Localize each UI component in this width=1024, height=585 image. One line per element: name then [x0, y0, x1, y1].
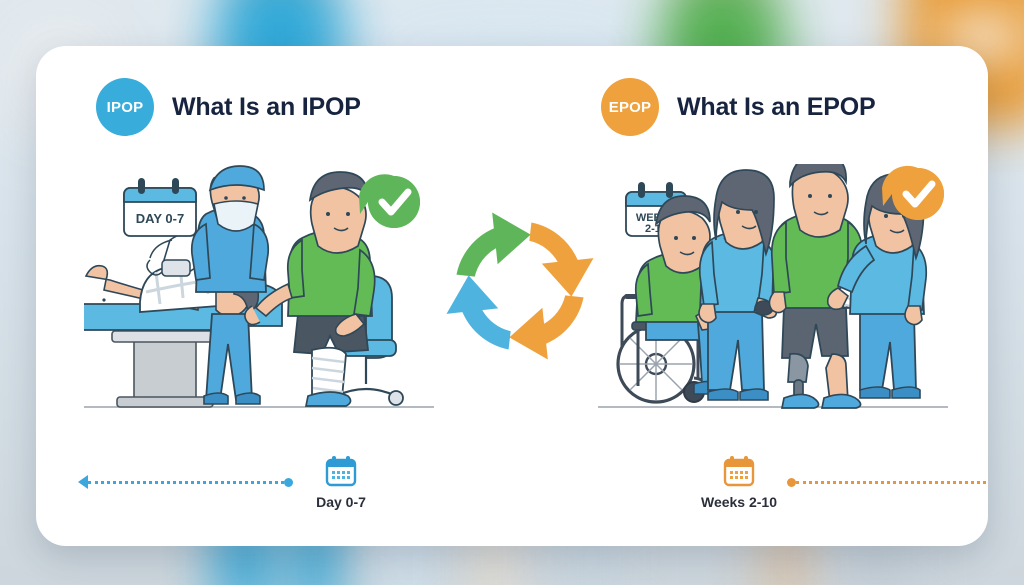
ipop-badge-label: IPOP	[106, 98, 144, 116]
cycle-diagram	[440, 186, 600, 386]
epop-timeline-startpoint	[787, 477, 796, 487]
arrow-left-icon	[78, 475, 88, 489]
calendar-icon	[722, 454, 756, 488]
epop-badge: EPOP	[601, 78, 659, 136]
ipop-timeline-endpoint	[284, 477, 293, 487]
cycle-arrow-blue	[446, 275, 511, 350]
cycle-arrow-orange-upper	[529, 222, 594, 297]
cycle-arrow-green	[456, 212, 531, 277]
epop-timeline-track	[787, 475, 988, 489]
epop-badge-label: EPOP	[608, 98, 652, 116]
epop-timeline-marker: Weeks 2-10	[691, 454, 787, 510]
ipop-timeline: Day 0-7	[78, 454, 389, 510]
ipop-panel-header: IPOP What Is an IPOP	[96, 78, 361, 136]
ipop-calendar-text: DAY 0-7	[136, 211, 184, 226]
epop-timeline: Weeks 2-10	[691, 454, 988, 510]
ipop-badge: IPOP	[96, 78, 154, 136]
ipop-illustration: DAY 0-7	[84, 164, 434, 416]
epop-illustration: WEEKS 2-10	[598, 164, 948, 416]
epop-panel-title: What Is an EPOP	[677, 92, 876, 121]
epop-timeline-label: Weeks 2-10	[700, 494, 777, 510]
ipop-panel-title: What Is an IPOP	[172, 92, 361, 121]
ipop-check-bubble-icon	[359, 174, 420, 228]
calendar-icon	[324, 454, 358, 488]
ipop-timeline-marker: Day 0-7	[293, 454, 389, 510]
epop-panel-header: EPOP What Is an EPOP	[601, 78, 876, 136]
ipop-timeline-track	[78, 475, 293, 489]
epop-timeline-dots	[796, 480, 988, 484]
epop-check-bubble-icon	[882, 165, 944, 220]
ipop-timeline-dots	[88, 480, 284, 484]
cycle-arrow-orange-lower	[509, 295, 584, 360]
ipop-timeline-label: Day 0-7	[316, 494, 366, 510]
content-card: IPOP What Is an IPOP EPOP What Is an EPO…	[36, 46, 988, 546]
